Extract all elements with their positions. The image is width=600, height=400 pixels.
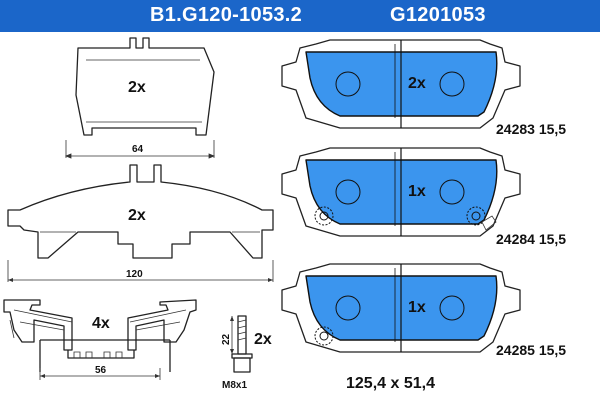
clip-left [3,299,73,351]
clips-quantity: 4x [92,315,110,332]
bolt-thread: M8x1 [222,380,247,391]
clip-right [127,299,197,351]
shim-small: 2x 64 [64,37,216,159]
brake-pad-3: 1x 24285 15,5 [281,263,566,358]
pad-1-label: 24283 15,5 [496,121,566,137]
pad-dimensions: 125,4 x 51,4 [346,375,435,392]
shim-wide-width: 120 [126,269,143,280]
shim-small-outline [75,37,215,136]
reference-number: G1201053 [390,4,486,26]
clips-width: 56 [95,365,107,376]
pad-3-label: 24285 15,5 [496,342,566,358]
clip-base [39,339,171,372]
article-number: B1.G120-1053.2 [150,4,303,26]
shim-small-width: 64 [132,144,144,155]
shim-wide-outline [7,164,274,259]
shim-wide-quantity: 2x [128,207,146,224]
shim-small-quantity: 2x [128,79,146,96]
bolt-quantity: 2x [254,331,272,348]
pad-1-backplate [281,39,521,129]
clips: 4x 56 [3,299,197,380]
bolt-head [233,357,251,373]
pad-2-label: 24284 15,5 [496,231,566,247]
header-bar: B1.G120-1053.2 G1201053 [0,0,600,32]
pad-2-backplate [281,147,521,237]
bolt-flange [231,353,253,359]
bolt-length: 22 [221,333,232,345]
bolt: 22 2x M8x1 [221,315,272,391]
brake-pad-2: 1x 24284 15,5 [281,147,566,247]
pad-1-quantity: 2x [408,75,426,92]
pad-2-quantity: 1x [408,183,426,200]
shim-wide: 2x 120 [7,164,274,282]
pad-3-backplate [281,263,521,353]
brake-pad-1: 2x 24283 15,5 [281,39,566,137]
pad-3-quantity: 1x [408,299,426,316]
